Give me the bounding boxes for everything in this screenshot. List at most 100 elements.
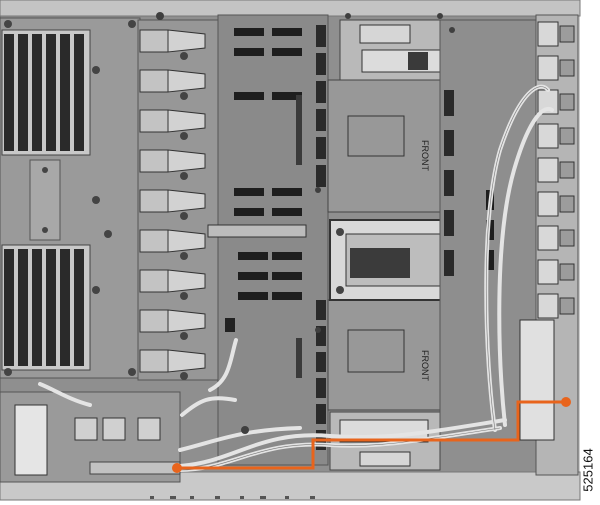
- slot: [234, 48, 264, 56]
- slot: [272, 208, 302, 216]
- slot: [272, 92, 302, 100]
- slot: [272, 272, 302, 280]
- edge-connector: [537, 259, 559, 285]
- dimm-clip: [167, 189, 206, 213]
- header-pins: [316, 326, 326, 346]
- slot: [238, 252, 268, 260]
- edge-connector: [537, 123, 559, 149]
- cpu-bracket: [29, 159, 61, 241]
- drive-bay-top: [327, 79, 441, 213]
- slot: [272, 292, 302, 300]
- front-label-top: FRONT: [420, 140, 430, 171]
- dimm-latch: [139, 189, 169, 213]
- drive-bay-bottom-label-box: [347, 329, 405, 373]
- right-header: [444, 170, 454, 196]
- slot: [234, 28, 264, 36]
- cable-bundle-outline: [179, 86, 549, 471]
- right-header: [444, 90, 454, 116]
- header-pins: [316, 404, 326, 424]
- edge-connector: [537, 55, 559, 81]
- figure-id: 525164: [580, 440, 596, 500]
- edge-latch: [559, 195, 575, 213]
- bottom-rail-marks: [150, 496, 315, 499]
- slot: [238, 292, 268, 300]
- dimm-clip: [167, 149, 206, 173]
- figure-id-text: 525164: [580, 448, 596, 492]
- front-label-bottom: FRONT: [420, 350, 430, 381]
- top-rail: [0, 0, 581, 17]
- edge-connector: [537, 225, 559, 251]
- dimm-screw: [180, 172, 188, 180]
- header-pins: [316, 300, 326, 320]
- edge-latch: [559, 59, 575, 77]
- io-card: [14, 404, 48, 476]
- heatsink-screws: [4, 20, 136, 376]
- header-pins: [316, 25, 326, 47]
- heatsink-top-fins: [4, 34, 84, 151]
- dimm-latch: [139, 349, 169, 373]
- edge-connector: [537, 157, 559, 183]
- dimm-latch: [139, 309, 169, 333]
- right-header: [444, 210, 454, 236]
- header-pins: [316, 53, 326, 75]
- drive-bay-top-label-box: [347, 115, 405, 157]
- edge-connectors: [537, 21, 575, 319]
- dimm-screw: [180, 132, 188, 140]
- slot: [272, 48, 302, 56]
- slot: [234, 188, 264, 196]
- header-pins: [316, 165, 326, 187]
- edge-latch: [559, 127, 575, 145]
- edge-connector: [537, 21, 559, 47]
- slot: [238, 272, 268, 280]
- riser-bar: [207, 224, 307, 238]
- slot: [234, 92, 264, 100]
- vertical-connector: [296, 95, 302, 165]
- dimm-screw: [180, 92, 188, 100]
- header-pins: [316, 378, 326, 398]
- dimm-screw: [180, 292, 188, 300]
- route-start-dot: [172, 463, 182, 473]
- edge-latch: [559, 297, 575, 315]
- dimm-screw: [180, 252, 188, 260]
- dimm-latch: [139, 269, 169, 293]
- slot: [234, 208, 264, 216]
- right-header: [444, 130, 454, 156]
- route-end-dot: [561, 397, 571, 407]
- dimm-clip: [167, 269, 206, 293]
- edge-latch: [559, 229, 575, 247]
- dimm-screw: [180, 372, 188, 380]
- dimm-clip: [167, 349, 206, 373]
- mid-connector: [225, 318, 235, 332]
- edge-latch: [559, 93, 575, 111]
- right-slot: [486, 250, 494, 270]
- top-latch-dark: [408, 52, 428, 70]
- edge-connector: [537, 191, 559, 217]
- io-bar: [89, 461, 181, 475]
- dimm-latch: [139, 29, 169, 53]
- dimm-latch: [139, 229, 169, 253]
- center-module-chip: [350, 248, 410, 278]
- top-bracket: [359, 24, 411, 44]
- edge-latch: [559, 25, 575, 43]
- dimm-clip: [167, 309, 206, 333]
- header-pins: [316, 81, 326, 103]
- highlighted-cable-route: [177, 400, 566, 470]
- dimm-clip: [167, 229, 206, 253]
- slot: [272, 188, 302, 196]
- board-screws: [156, 12, 455, 434]
- dimm-latch: [139, 109, 169, 133]
- io-ports: [74, 417, 161, 441]
- edge-latch: [559, 263, 575, 281]
- drive-bay-bottom: [327, 299, 441, 411]
- right-bracket: [519, 319, 555, 441]
- dimm-connectors: [139, 29, 206, 380]
- header-pins: [316, 352, 326, 372]
- header-pins: [316, 137, 326, 159]
- slot: [272, 28, 302, 36]
- edge-latch: [559, 161, 575, 179]
- bottom-bracket: [359, 451, 411, 467]
- dimm-screw: [180, 52, 188, 60]
- edge-connector: [537, 293, 559, 319]
- center-board: [217, 14, 329, 466]
